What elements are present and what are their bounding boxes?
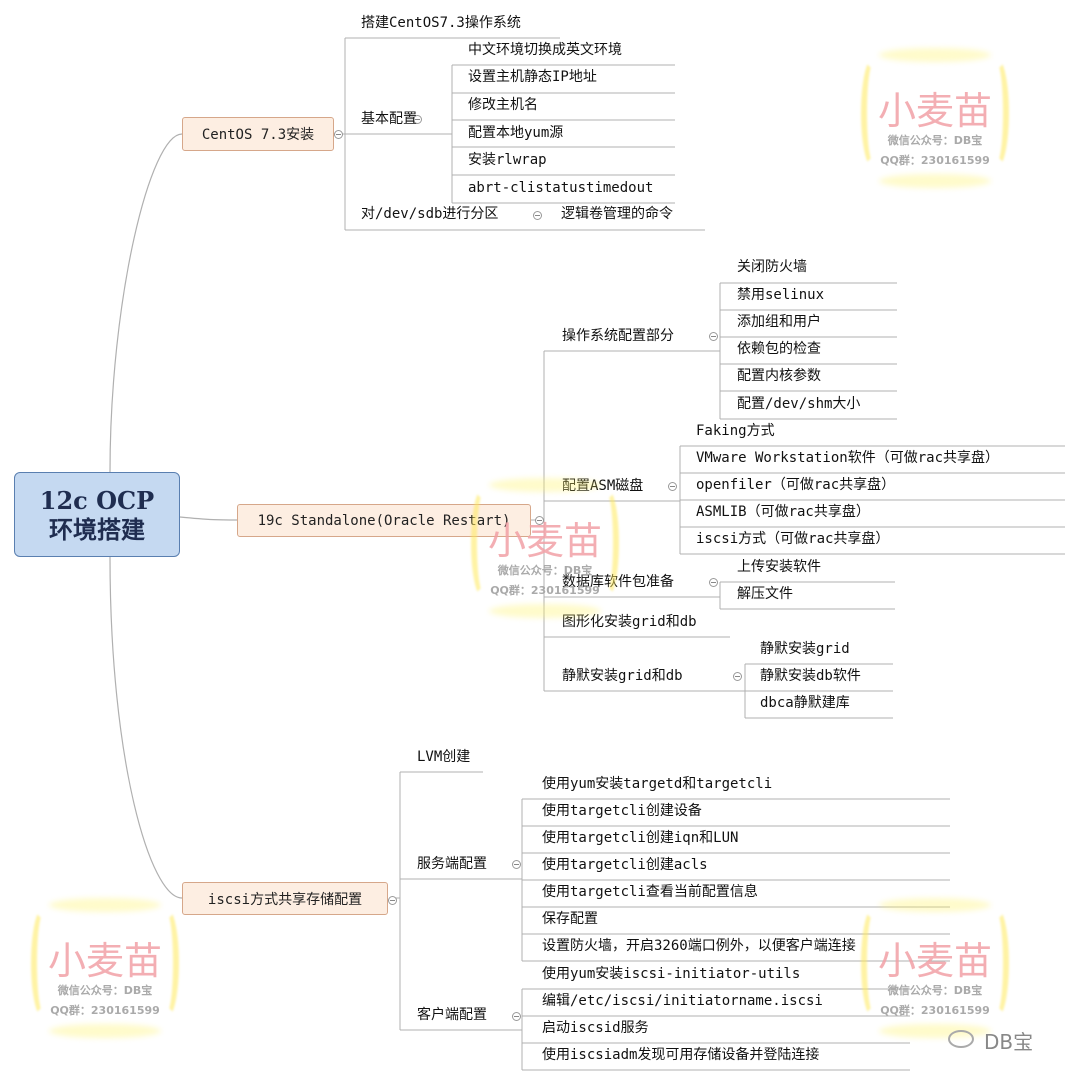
leaf-node[interactable]: 添加组和用户 [737, 314, 821, 330]
leaf-node[interactable]: 启动iscsid服务 [542, 1020, 649, 1036]
leaf-node[interactable]: 配置本地yum源 [468, 125, 564, 141]
collapse-icon[interactable] [709, 578, 718, 587]
collapse-icon[interactable] [709, 332, 718, 341]
leaf-node[interactable]: 配置内核参数 [737, 368, 821, 384]
leaf-node[interactable]: 关闭防火墙 [737, 259, 807, 275]
node-db-package[interactable]: 数据库软件包准备 [562, 574, 674, 590]
node-gui-install[interactable]: 图形化安装grid和db [562, 614, 697, 630]
collapse-icon[interactable] [668, 482, 677, 491]
leaf-node[interactable]: dbca静默建库 [760, 695, 850, 711]
leaf-node[interactable]: 设置防火墙，开启3260端口例外，以便客户端连接 [542, 938, 856, 954]
leaf-node[interactable]: 保存配置 [542, 911, 598, 927]
connector-line [179, 516, 238, 521]
connector-line [109, 133, 183, 473]
leaf-node[interactable]: 依赖包的检查 [737, 341, 821, 357]
collapse-icon[interactable] [533, 211, 542, 220]
leaf-node[interactable]: 使用targetcli创建iqn和LUN [542, 830, 739, 846]
leaf-node[interactable]: iscsi方式（可做rac共享盘） [696, 531, 890, 547]
leaf-node[interactable]: VMware Workstation软件（可做rac共享盘） [696, 450, 1000, 466]
node-partition[interactable]: 对/dev/sdb进行分区 [361, 206, 499, 222]
leaf-node[interactable]: Faking方式 [696, 423, 775, 439]
wechat-icon [948, 1030, 974, 1048]
leaf-node[interactable]: 上传安装软件 [737, 559, 821, 575]
collapse-icon[interactable] [535, 516, 544, 525]
collapse-icon[interactable] [733, 672, 742, 681]
leaf-node[interactable]: 修改主机名 [468, 97, 538, 113]
collapse-icon[interactable] [512, 1012, 521, 1021]
leaf-node[interactable]: ASMLIB（可做rac共享盘） [696, 504, 870, 520]
branch-iscsi-shared-storage[interactable]: iscsi方式共享存储配置 [182, 882, 388, 915]
leaf-node[interactable]: 安装rlwrap [468, 152, 547, 168]
collapse-icon[interactable] [413, 115, 422, 124]
collapse-icon[interactable] [334, 130, 343, 139]
leaf-node[interactable]: 使用targetcli查看当前配置信息 [542, 884, 758, 900]
branch-centos-install[interactable]: CentOS 7.3安装 [182, 117, 334, 151]
connector-line [109, 556, 183, 899]
leaf-node[interactable]: 中文环境切换成英文环境 [468, 42, 622, 58]
root-node[interactable]: 12c OCP 环境搭建 [14, 472, 180, 557]
node-client-config[interactable]: 客户端配置 [417, 1007, 487, 1023]
leaf-node[interactable]: 编辑/etc/iscsi/initiatorname.iscsi [542, 993, 823, 1009]
leaf-node[interactable]: 使用yum安装iscsi-initiator-utils [542, 966, 801, 982]
node-build-centos[interactable]: 搭建CentOS7.3操作系统 [361, 15, 521, 31]
collapse-icon[interactable] [388, 896, 397, 905]
leaf-node[interactable]: 配置/dev/shm大小 [737, 396, 861, 412]
node-os-config[interactable]: 操作系统配置部分 [562, 328, 674, 344]
leaf-node[interactable]: 使用yum安装targetd和targetcli [542, 776, 773, 792]
node-server-config[interactable]: 服务端配置 [417, 856, 487, 872]
node-silent-install[interactable]: 静默安装grid和db [562, 668, 683, 684]
leaf-node[interactable]: 使用targetcli创建acls [542, 857, 708, 873]
node-lvm[interactable]: LVM创建 [417, 749, 471, 765]
node-asm-disk[interactable]: 配置ASM磁盘 [562, 478, 644, 494]
leaf-node[interactable]: 逻辑卷管理的命令 [561, 206, 673, 222]
leaf-node[interactable]: 使用targetcli创建设备 [542, 803, 702, 819]
leaf-node[interactable]: 设置主机静态IP地址 [468, 69, 597, 85]
node-basic-config[interactable]: 基本配置 [361, 111, 417, 127]
leaf-node[interactable]: abrt-clistatustimedout [468, 180, 654, 196]
collapse-icon[interactable] [512, 860, 521, 869]
leaf-node[interactable]: openfiler（可做rac共享盘） [696, 477, 896, 493]
leaf-node[interactable]: 解压文件 [737, 586, 793, 602]
leaf-node[interactable]: 禁用selinux [737, 287, 825, 303]
branch-19c-standalone[interactable]: 19c Standalone(Oracle Restart) [237, 504, 531, 537]
leaf-node[interactable]: 使用iscsiadm发现可用存储设备并登陆连接 [542, 1047, 820, 1063]
brand-label: DB宝 [984, 1030, 1034, 1054]
leaf-node[interactable]: 静默安装grid [760, 641, 850, 657]
leaf-node[interactable]: 静默安装db软件 [760, 668, 861, 684]
